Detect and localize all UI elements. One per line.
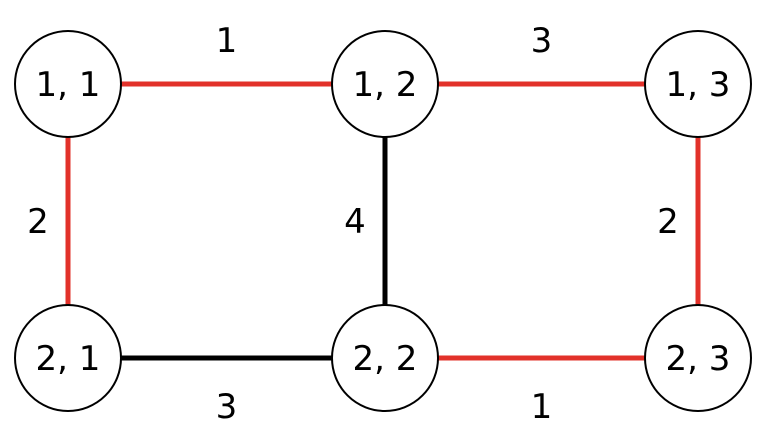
- node-label: 2, 1: [36, 339, 101, 379]
- edge-weight-label: 1: [216, 21, 238, 61]
- node-label: 2, 3: [666, 339, 731, 379]
- edge-weight-label: 2: [657, 202, 679, 242]
- node-n11: 1, 1: [14, 30, 122, 138]
- node-circle: [14, 30, 122, 138]
- edge-weight-label: 3: [531, 21, 553, 61]
- node-label: 1, 3: [666, 65, 731, 105]
- node-circle: [644, 304, 752, 412]
- node-circle: [331, 304, 439, 412]
- node-n22: 2, 2: [331, 304, 439, 412]
- node-circle: [14, 304, 122, 412]
- node-circle: [644, 30, 752, 138]
- edge-weight-label: 1: [531, 387, 553, 427]
- edge-weight-label: 4: [344, 202, 366, 242]
- node-n21: 2, 1: [14, 304, 122, 412]
- node-label: 1, 2: [353, 65, 418, 105]
- edge-weight-label: 3: [216, 387, 238, 427]
- node-circle: [331, 30, 439, 138]
- node-label: 1, 1: [36, 65, 101, 105]
- node-n12: 1, 2: [331, 30, 439, 138]
- node-n13: 1, 3: [644, 30, 752, 138]
- edge-weight-label: 2: [27, 202, 49, 242]
- node-label: 2, 2: [353, 339, 418, 379]
- node-n23: 2, 3: [644, 304, 752, 412]
